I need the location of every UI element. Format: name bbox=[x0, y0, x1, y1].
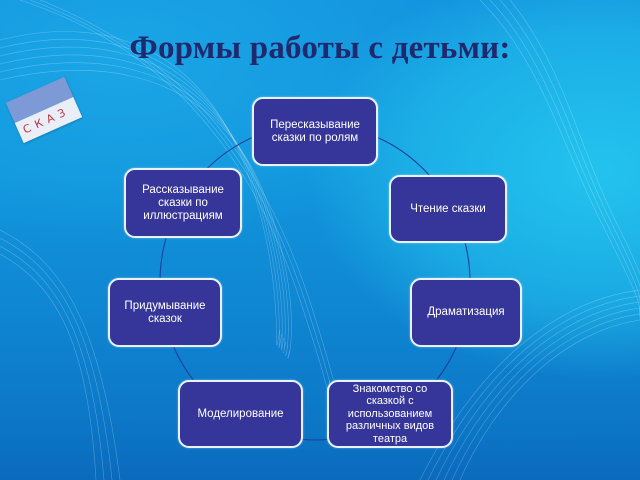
node-inventing-tales: Придумывание сказок bbox=[108, 278, 222, 347]
node-label: Чтение сказки bbox=[410, 202, 486, 215]
node-reading-tale: Чтение сказки bbox=[389, 175, 507, 243]
node-theatre-acquaintance: Знакомство со сказкой с использованием р… bbox=[327, 380, 453, 448]
node-label: Драматизация bbox=[427, 306, 505, 318]
node-label: Моделирование bbox=[197, 407, 284, 420]
node-modeling: Моделирование bbox=[178, 380, 303, 448]
node-label: Знакомство со сказкой с использованием р… bbox=[345, 382, 435, 445]
slide-title: Формы работы с детьми: bbox=[129, 30, 511, 66]
node-telling-by-illustrations: Рассказывание сказки по иллюстрациям bbox=[124, 168, 242, 238]
node-label: Придумывание сказок bbox=[124, 299, 206, 325]
node-dramatization: Драматизация bbox=[410, 278, 522, 347]
node-retelling-by-roles: Пересказывание сказки по ролям bbox=[252, 97, 378, 166]
node-label: Пересказывание сказки по ролям bbox=[270, 118, 360, 144]
node-label: Рассказывание сказки по иллюстрациям bbox=[142, 183, 224, 222]
